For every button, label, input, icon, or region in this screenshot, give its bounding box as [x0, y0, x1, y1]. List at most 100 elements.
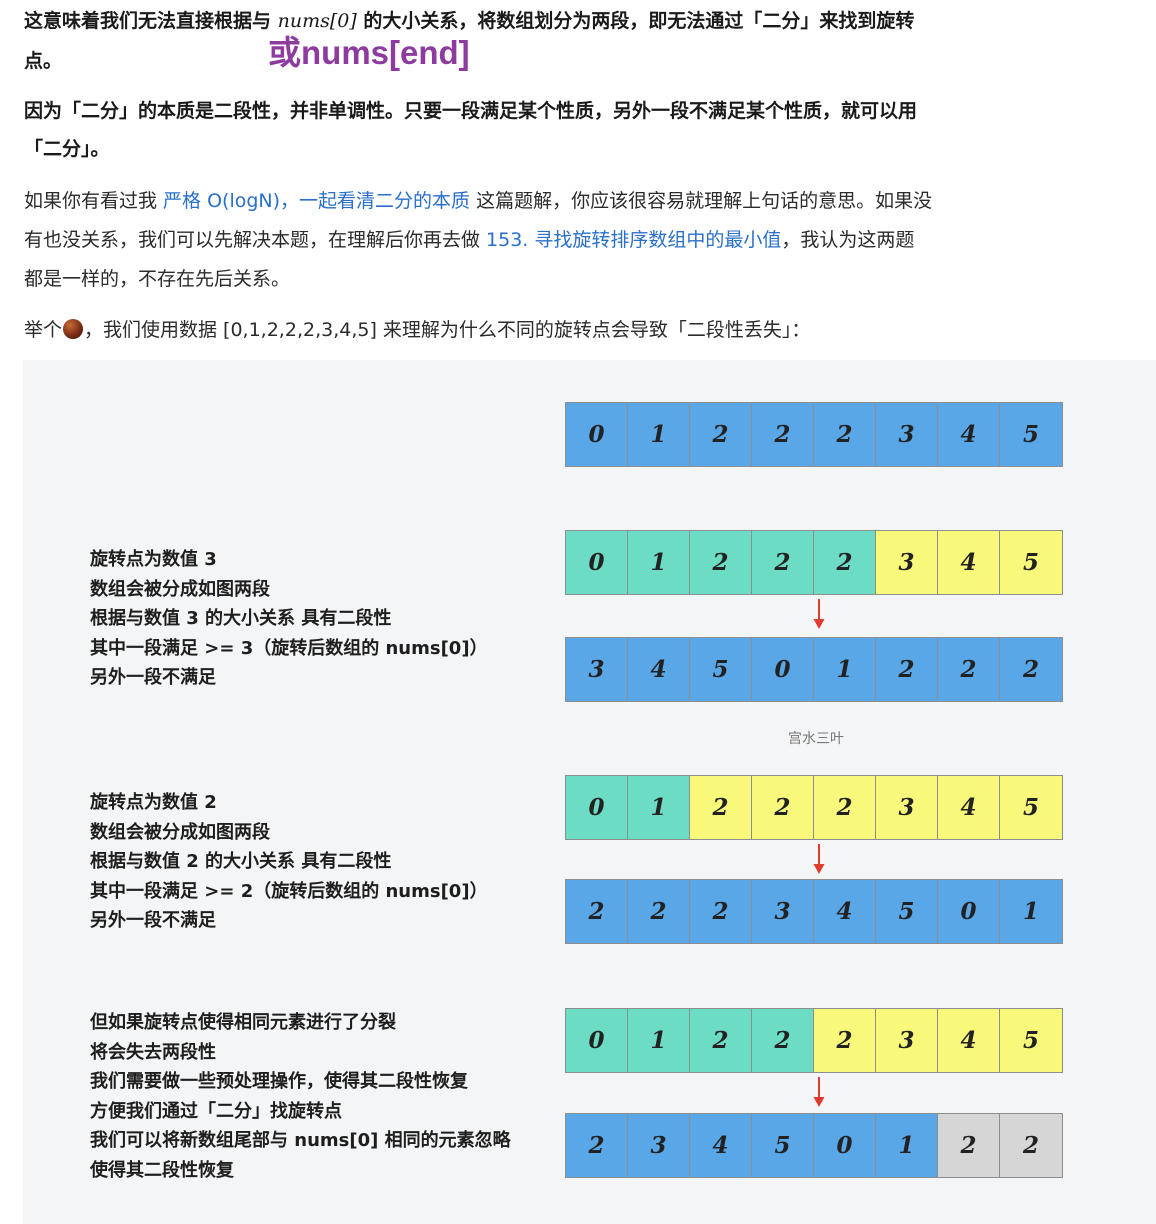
array-cell: 3	[628, 1114, 690, 1177]
array-cell: 1	[876, 1114, 938, 1177]
description-block-1: 旋转点为数值 3 数组会被分成如图两段 根据与数值 3 的大小关系 具有二段性 …	[90, 545, 488, 693]
description-line: 将会失去两段性	[90, 1041, 216, 1063]
array-cell: 5	[1000, 776, 1062, 839]
array-cell: 5	[1000, 1009, 1062, 1072]
chestnut-emoji-icon	[63, 319, 84, 339]
array-cell: 3	[566, 638, 628, 701]
description-line: 但如果旋转点使得相同元素进行了分裂	[90, 1012, 396, 1033]
text-segment: ，我们使用数据 [0,1,2,2,2,3,4,5] 来理解为什么不同的旋转点会导…	[84, 319, 811, 341]
array-cell: 2	[566, 880, 628, 943]
text-segment: 有也没关系，我们可以先解决本题，在理解后你再去做	[24, 229, 487, 251]
array-cell: 2	[752, 776, 814, 839]
array-cell: 2	[938, 638, 1000, 701]
paragraph-line-8: 举个，我们使用数据 [0,1,2,2,2,3,4,5] 来理解为什么不同的旋转点…	[24, 315, 810, 342]
description-line: 旋转点为数值 2	[90, 792, 217, 813]
emphasis-line-2: 「二分」。	[24, 138, 110, 160]
emphasis-line-1: 因为「二分」的本质是二段性，并非单调性。只要一段满足某个性质，另外一段不满足某个…	[24, 100, 918, 122]
link-binary-essence[interactable]: 严格 O(logN)，一起看清二分的本质	[163, 190, 471, 212]
array-cell: 5	[1000, 403, 1062, 466]
description-line: 我们需要做一些预处理操作，使得其二段性恢复	[90, 1071, 468, 1092]
description-line: 数组会被分成如图两段	[90, 578, 270, 600]
down-arrow-icon	[813, 1077, 825, 1107]
array-cell: 5	[752, 1114, 814, 1177]
array-cell: 4	[814, 880, 876, 943]
down-arrow-icon	[813, 844, 825, 874]
text-segment: ，我认为这两题	[781, 229, 915, 251]
array-cell: 5	[1000, 531, 1062, 594]
description-line: 我们可以将新数组尾部与 nums[0] 相同的元素忽略	[90, 1130, 511, 1151]
array-cell: 1	[628, 1009, 690, 1072]
array-cell: 0	[566, 776, 628, 839]
description-line: 其中一段满足 >= 3（旋转后数组的 nums[0]）	[90, 637, 488, 659]
array-cell: 0	[566, 1009, 628, 1072]
array-cell: 2	[752, 531, 814, 594]
array-cell: 5	[690, 638, 752, 701]
math-nums0: nums[0]	[277, 10, 357, 32]
array-cell: 1	[628, 403, 690, 466]
array-cell: 2	[752, 1009, 814, 1072]
text-segment: 如果你有看过我	[24, 190, 164, 212]
paragraph-line-1: 这意味着我们无法直接根据与 nums[0] 的大小关系，将数组划分为两段，即无法…	[24, 6, 914, 33]
description-line: 根据与数值 2 的大小关系 具有二段性	[90, 851, 392, 872]
array-cell: 2	[1000, 638, 1062, 701]
watermark: 宫水三叶	[788, 731, 844, 747]
array-cell: 4	[938, 776, 1000, 839]
description-line: 另外一段不满足	[90, 910, 216, 931]
array-cell: 2	[690, 531, 752, 594]
array-cell: 3	[876, 1009, 938, 1072]
description-line: 方便我们通过「二分」找旋转点	[90, 1100, 342, 1122]
paragraph-line-6: 有也没关系，我们可以先解决本题，在理解后你再去做 153. 寻找旋转排序数组中的…	[24, 225, 914, 252]
description-block-3: 但如果旋转点使得相同元素进行了分裂 将会失去两段性 我们需要做一些预处理操作，使…	[90, 1008, 511, 1185]
array-cell: 3	[752, 880, 814, 943]
array-cell: 0	[752, 638, 814, 701]
array-cell: 0	[938, 880, 1000, 943]
array-cell: 2	[690, 1009, 752, 1072]
array-cell: 3	[876, 776, 938, 839]
text-segment: 这篇题解，你应该很容易就理解上句话的意思。如果没	[470, 190, 933, 212]
array-cell: 4	[938, 531, 1000, 594]
description-line: 另外一段不满足	[90, 667, 216, 688]
array-cell: 2	[1000, 1114, 1062, 1177]
paragraph-line-7: 都是一样的，不存在先后关系。	[24, 268, 291, 290]
description-line: 旋转点为数值 3	[90, 549, 217, 570]
handwritten-annotation: 或nums[end]	[268, 34, 470, 71]
description-line: 根据与数值 3 的大小关系 具有二段性	[90, 608, 392, 629]
array-cell: 2	[690, 880, 752, 943]
array-cell: 2	[814, 403, 876, 466]
description-block-2: 旋转点为数值 2 数组会被分成如图两段 根据与数值 2 的大小关系 具有二段性 …	[90, 788, 488, 936]
array-cell: 3	[876, 531, 938, 594]
description-line: 其中一段满足 >= 2（旋转后数组的 nums[0]）	[90, 880, 488, 902]
array-cell: 2	[814, 776, 876, 839]
array-cell: 4	[938, 403, 1000, 466]
link-problem-153[interactable]: 153. 寻找旋转排序数组中的最小值	[486, 229, 782, 251]
array-cell: 4	[938, 1009, 1000, 1072]
array-cell: 2	[938, 1114, 1000, 1177]
down-arrow-icon	[813, 599, 825, 629]
paragraph-line-5: 如果你有看过我 严格 O(logN)，一起看清二分的本质 这篇题解，你应该很容易…	[24, 186, 932, 213]
array-cell: 0	[566, 531, 628, 594]
array-cell: 2	[566, 1114, 628, 1177]
array-cell: 1	[628, 776, 690, 839]
description-line: 数组会被分成如图两段	[90, 821, 270, 843]
array-cell: 2	[814, 1009, 876, 1072]
paragraph-line-2: 点。	[24, 50, 63, 72]
array-cell: 4	[628, 638, 690, 701]
array-cell: 5	[876, 880, 938, 943]
array-cell: 2	[876, 638, 938, 701]
array-cell: 0	[566, 403, 628, 466]
array-cell: 1	[814, 638, 876, 701]
array-cell: 1	[628, 531, 690, 594]
array-cell: 1	[1000, 880, 1062, 943]
array-cell: 2	[814, 531, 876, 594]
array-cell: 0	[814, 1114, 876, 1177]
array-cell: 3	[876, 403, 938, 466]
array-cell: 2	[690, 776, 752, 839]
text-segment: 的大小关系，将数组划分为两段，即无法通过「二分」来找到旋转	[356, 10, 915, 32]
